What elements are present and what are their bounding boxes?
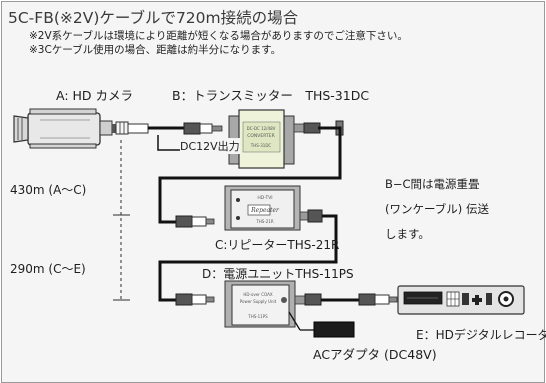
adapter-cable	[288, 311, 301, 331]
distance-c-to-e: 290m (C～E)	[10, 260, 86, 277]
adapter-label: ACアダプタ (DC48V)	[313, 347, 437, 362]
camera-icon	[13, 108, 113, 149]
cable-d-to-e	[294, 293, 398, 306]
repeater-label: C:リピーターTHS-21R	[215, 238, 340, 252]
repeater-module-line-3: THS-21R	[255, 219, 274, 224]
power-unit-module-line-2: Power Supply Unit	[240, 299, 277, 304]
bc-note-line-2: (ワンケーブル) 伝送	[385, 202, 489, 216]
repeater-module	[224, 185, 301, 231]
bc-note-line-1: B−C間は電源重畳	[385, 177, 480, 191]
cable-c-to-d	[158, 214, 338, 302]
note-2v-cable: ※2V系ケーブルは環境により距離が短くなる場合がありますのでご注意下さい。	[29, 30, 408, 42]
power-unit-module-line-3: THS-11PS	[247, 314, 268, 319]
repeater-output-connector	[299, 209, 323, 223]
repeater-module-line-2: Repeater	[250, 207, 280, 214]
distance-a-to-c: 430m (A～C)	[10, 181, 87, 198]
ac-adapter-icon	[313, 321, 355, 338]
bc-note-line-3: します。	[385, 227, 430, 241]
power-unit-label: D：電源ユニットTHS-11PS	[202, 267, 354, 281]
power-unit-input-connector	[175, 293, 215, 306]
transmitter-module	[228, 109, 295, 169]
repeater-input-connector	[175, 215, 215, 228]
recorder-label: E：HDデジタルレコーダー	[416, 328, 546, 342]
cable-b-to-c	[158, 126, 342, 224]
transmitter-module-line-1: DC-DC 12/48V	[247, 126, 276, 131]
cable-camera-to-transmitter	[112, 121, 223, 135]
power-unit-module	[224, 280, 296, 328]
transmitter-label: B：トランスミッター THS-31DC	[172, 88, 370, 103]
camera-label: A: HD カメラ	[56, 88, 134, 103]
dc12v-label: DC12V出力	[180, 138, 240, 154]
recorder-icon	[397, 285, 525, 315]
transmitter-module-line-3: THS-31DC	[250, 143, 272, 148]
transmitter-module-line-2: CONVERTER	[247, 133, 275, 139]
page-title: 5C-FB(※2V)ケーブルで720m接続の場合	[8, 9, 299, 27]
note-3c-cable: ※3Cケーブル使用の場合、距離は約半分になります。	[29, 44, 282, 56]
repeater-module-line-1: HD-TVI	[257, 195, 272, 201]
power-unit-module-line-1: HD-over COAX	[243, 292, 272, 297]
